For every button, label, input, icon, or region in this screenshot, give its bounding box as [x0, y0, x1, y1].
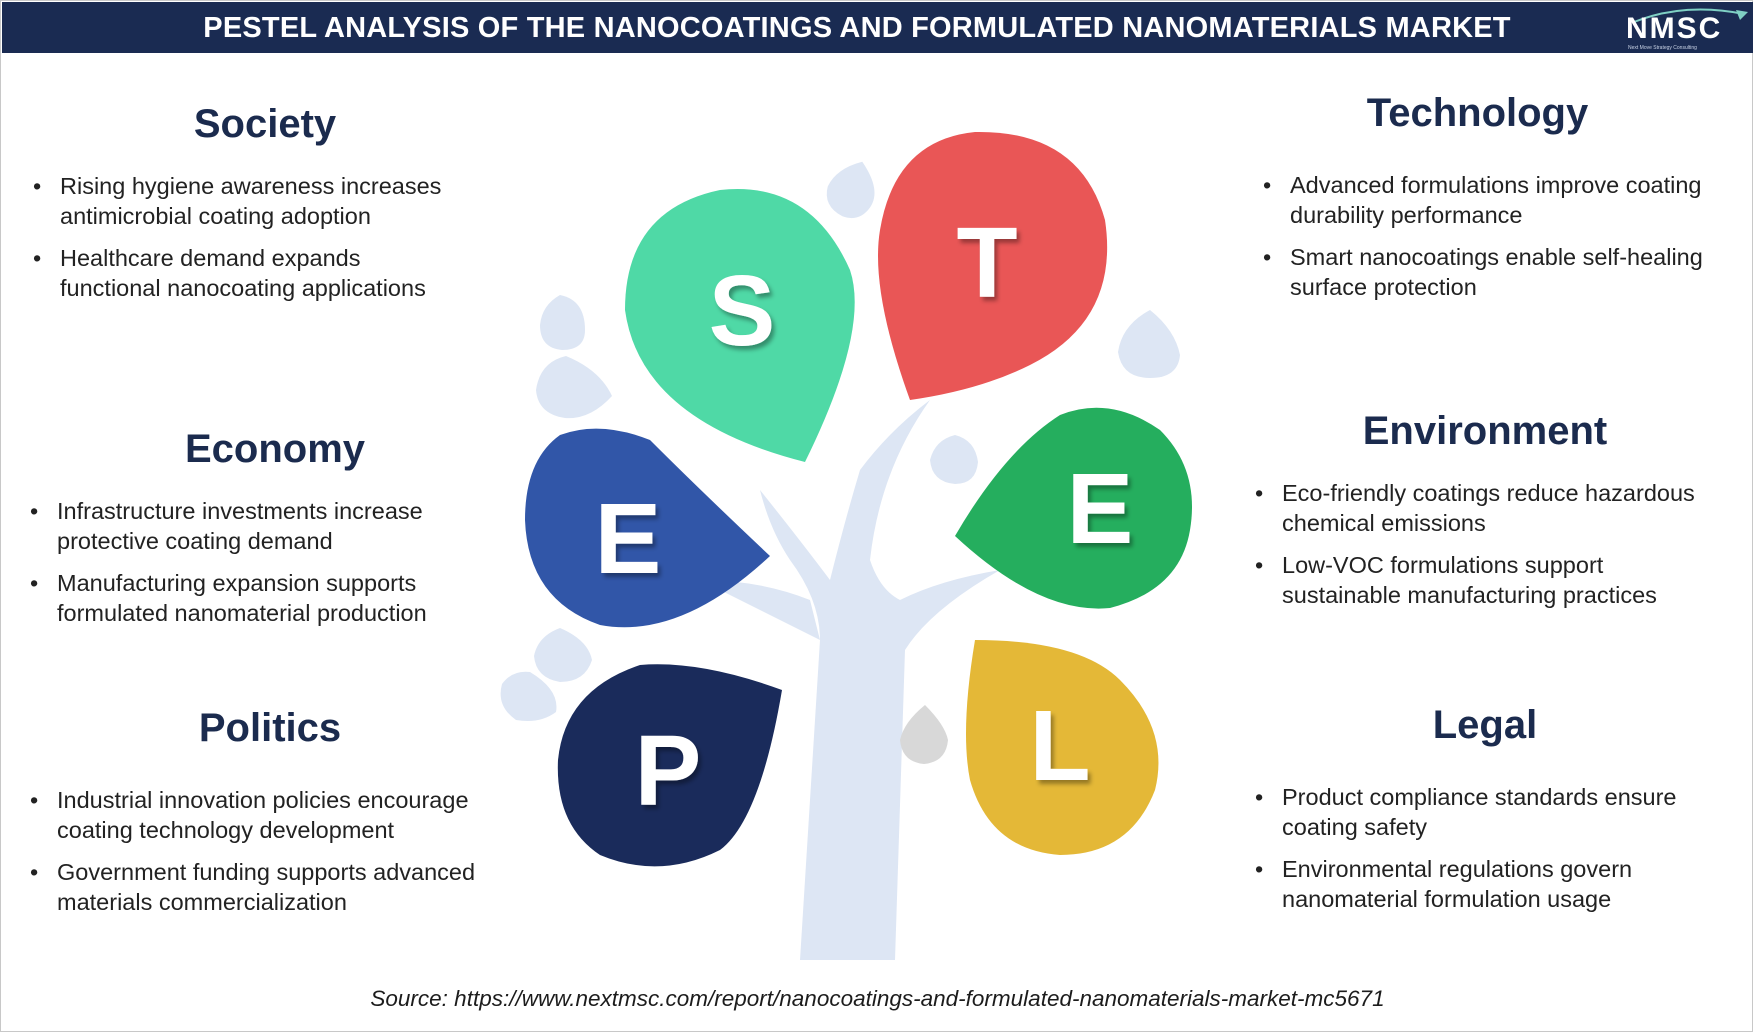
section-title: Environment	[1362, 409, 1608, 453]
petal-environment: E	[955, 407, 1192, 609]
list-item: • Manufacturing expansion supports formula…	[30, 568, 520, 628]
list-item: • Low-VOC formulations support sustainable…	[1255, 550, 1730, 610]
item-line: protective coating demand	[57, 528, 333, 554]
list-item: • Rising hygiene awareness increases antim…	[33, 171, 500, 231]
section-politics: Politics • Industrial innovation policies…	[30, 706, 510, 929]
bullet-icon: •	[1255, 480, 1264, 506]
bullet-icon: •	[33, 173, 42, 199]
petal-politics: P	[557, 664, 782, 867]
item-line: chemical emissions	[1282, 510, 1486, 536]
bullet-icon: •	[33, 245, 42, 271]
bullet-list: • Advanced formulations improve coating du…	[1263, 170, 1730, 302]
bullet-icon: •	[1263, 244, 1272, 270]
list-item: • Healthcare demand expands functional nan…	[33, 243, 500, 303]
item-line: surface protection	[1290, 274, 1477, 300]
petal-letter-environment: E	[1067, 453, 1134, 565]
section-title: Legal	[1432, 703, 1538, 747]
bullet-icon: •	[1263, 172, 1272, 198]
item-line: functional nanocoating applications	[60, 275, 426, 301]
bullet-list: • Eco-friendly coatings reduce hazardous c…	[1255, 478, 1730, 610]
bullet-list: • Product compliance standards ensure coat…	[1255, 782, 1730, 914]
page-title: PESTEL ANALYSIS OF THE NANOCOATINGS AND …	[203, 12, 1511, 44]
list-item: • Eco-friendly coatings reduce hazardous c…	[1255, 478, 1730, 538]
item-line: Eco-friendly coatings reduce hazardous	[1282, 480, 1695, 506]
item-line: durability performance	[1290, 202, 1523, 228]
section-title: Society	[193, 102, 337, 146]
list-item: • Smart nanocoatings enable self-healing s…	[1263, 242, 1730, 302]
bullet-icon: •	[1255, 552, 1264, 578]
petal-technology: T	[878, 131, 1108, 400]
item-line: antimicrobial coating adoption	[60, 203, 371, 229]
item-line: nanomaterial formulation usage	[1282, 886, 1612, 912]
item-line: Government funding supports advanced	[57, 859, 476, 885]
list-item: • Industrial innovation policies encourag…	[30, 785, 510, 845]
section-technology: Technology • Advanced formulations improv…	[1250, 91, 1730, 314]
section-title: Politics	[198, 706, 342, 750]
decorative-droplets	[500, 161, 1180, 721]
item-line: Manufacturing expansion supports	[57, 570, 417, 596]
item-line: materials commercialization	[57, 889, 347, 915]
item-line: Smart nanocoatings enable self-healing	[1290, 244, 1703, 270]
list-item: • Product compliance standards ensure coat…	[1255, 782, 1730, 842]
bullet-icon: •	[30, 498, 39, 524]
list-item: • Environmental regulations govern nanomat…	[1255, 854, 1730, 914]
petal-letter-society: S	[709, 255, 776, 367]
list-item: • Advanced formulations improve coating du…	[1263, 170, 1730, 230]
section-title: Economy	[184, 427, 366, 471]
item-line: Advanced formulations improve coating	[1290, 172, 1702, 198]
source-citation: Source: https://www.nextmsc.com/report/n…	[370, 986, 1385, 1011]
list-item: • Infrastructure investments increase prot…	[30, 496, 520, 556]
list-item: • Government funding supports advanced mat…	[30, 857, 510, 917]
item-line: Infrastructure investments increase	[57, 498, 423, 524]
header-bar: PESTEL ANALYSIS OF THE NANOCOATINGS AND …	[2, 2, 1753, 53]
bullet-list: • Industrial innovation policies encourag…	[30, 785, 510, 917]
item-line: Environmental regulations govern	[1282, 856, 1633, 882]
bullet-icon: •	[30, 570, 39, 596]
petal-economy: E	[525, 428, 770, 628]
item-line: Product compliance standards ensure	[1282, 784, 1677, 810]
section-title: Technology	[1366, 91, 1589, 135]
item-line: coating safety	[1282, 814, 1428, 840]
bullet-list: • Rising hygiene awareness increases antim…	[33, 171, 500, 303]
logo-swoosh-icon	[1633, 8, 1748, 23]
petal-society: S	[625, 189, 855, 462]
bullet-icon: •	[1255, 784, 1264, 810]
petal-letter-technology: T	[956, 207, 1017, 319]
bullet-icon: •	[1255, 856, 1264, 882]
section-legal: Legal • Product compliance standards ensu…	[1250, 703, 1730, 926]
item-line: Rising hygiene awareness increases	[60, 173, 442, 199]
logo-text: NMSC	[1626, 12, 1723, 45]
tree-trunk	[700, 400, 1000, 960]
petal-letter-economy: E	[595, 483, 662, 595]
petal-letter-politics: P	[635, 715, 702, 827]
bullet-icon: •	[30, 787, 39, 813]
logo-tagline: Next Move Strategy Consulting	[1628, 45, 1697, 51]
item-line: Low-VOC formulations support	[1282, 552, 1604, 578]
grey-droplet	[900, 705, 948, 764]
bullet-icon: •	[30, 859, 39, 885]
item-line: formulated nanomaterial production	[57, 600, 427, 626]
item-line: Healthcare demand expands	[60, 245, 361, 271]
item-line: Industrial innovation policies encourage	[57, 787, 469, 813]
section-economy: Economy • Infrastructure investments incr…	[30, 427, 520, 640]
section-environment: Environment • Eco-friendly coatings reduc…	[1250, 409, 1730, 622]
item-line: coating technology development	[57, 817, 395, 843]
petal-letter-legal: L	[1029, 690, 1090, 802]
bullet-list: • Infrastructure investments increase prot…	[30, 496, 520, 628]
nmsc-logo: NMSC Next Move Strategy Consulting	[1624, 8, 1752, 52]
section-society: Society • Rising hygiene awareness increa…	[30, 102, 500, 315]
petal-legal: L	[966, 640, 1159, 855]
item-line: sustainable manufacturing practices	[1282, 582, 1657, 608]
